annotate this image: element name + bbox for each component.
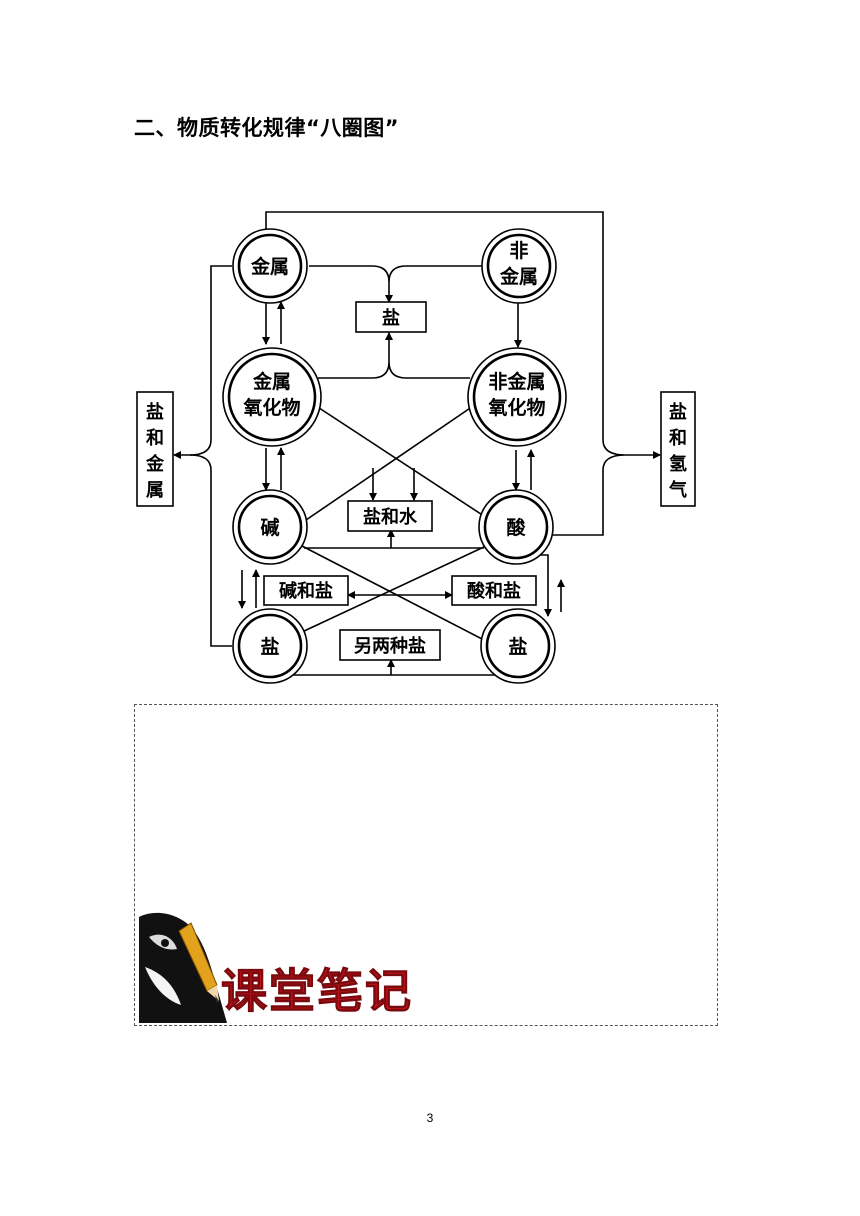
connector-oxides xyxy=(318,361,470,379)
label-nonmetal-2: 金属 xyxy=(499,265,538,288)
label-salt-metal-1: 盐 xyxy=(146,401,164,423)
box-salt-and-water xyxy=(347,500,433,532)
section-heading: 二、物质转化规律“八圈图” xyxy=(134,116,400,140)
label-two-other-salts: 另两种盐 xyxy=(354,635,426,657)
node-base xyxy=(232,489,308,565)
box-two-other-salts xyxy=(339,629,441,661)
label-salt-right: 盐 xyxy=(508,635,527,658)
label-base-and-salt: 碱和盐 xyxy=(279,580,333,602)
diagonal-metaloxide-acid xyxy=(309,401,491,521)
connector-salt-left xyxy=(210,470,232,647)
eight-circle-diagram: 金属 非 金属 金属 氧化物 非金属 氧化物 碱 酸 盐 盐 盐 盐和水 碱和盐… xyxy=(136,211,696,684)
label-salt-hydrogen-2: 和 xyxy=(669,428,687,449)
connector-acid-right xyxy=(552,470,604,536)
connector-metal-nonmetal xyxy=(309,265,484,283)
label-salt: 盐 xyxy=(382,307,400,329)
label-acid: 酸 xyxy=(506,516,526,539)
label-acid-and-salt: 酸和盐 xyxy=(467,580,521,602)
label-salt-hydrogen-1: 盐 xyxy=(669,401,687,423)
label-base: 碱 xyxy=(260,516,279,539)
bracket-salt-metal xyxy=(189,439,212,471)
box-base-and-salt xyxy=(263,575,349,606)
node-metal xyxy=(232,228,308,304)
label-nonmetal-1: 非 xyxy=(509,240,528,262)
label-salt-metal-4: 属 xyxy=(146,480,164,501)
node-metal-oxide xyxy=(222,347,322,447)
label-nonmetal-oxide-2: 氧化物 xyxy=(488,396,545,419)
label-nonmetal-oxide-1: 非金属 xyxy=(488,370,545,393)
connector-metal-top xyxy=(265,211,604,440)
pencil-bird-icon xyxy=(139,912,227,1023)
node-salt-right xyxy=(480,608,556,684)
diagonal-acid-saltleft xyxy=(301,545,487,633)
box-acid-and-salt xyxy=(451,575,537,606)
diagonal-base-saltright xyxy=(301,545,485,641)
node-acid xyxy=(478,489,554,565)
label-metal: 金属 xyxy=(250,255,289,278)
label-metal-oxide-2: 氧化物 xyxy=(243,396,300,419)
label-salt-hydrogen-3: 氢 xyxy=(669,453,687,475)
label-salt-metal-2: 和 xyxy=(146,428,164,449)
node-nonmetal xyxy=(481,228,557,304)
bracket-salt-hydrogen xyxy=(602,439,626,471)
box-salt xyxy=(355,301,427,333)
connector-acid-saltright xyxy=(538,554,552,617)
node-nonmetal-oxide xyxy=(467,347,567,447)
label-salt-left: 盐 xyxy=(260,635,279,658)
box-salt-and-hydrogen xyxy=(660,391,696,507)
label-metal-oxide-1: 金属 xyxy=(252,370,291,393)
diagonal-nonmetaloxide-base xyxy=(305,399,483,521)
connector-metal-left xyxy=(210,265,232,440)
notes-title: 课堂笔记 xyxy=(221,964,413,1018)
class-notes-box[interactable]: 课堂笔记 xyxy=(134,704,718,1026)
node-salt-left xyxy=(232,608,308,684)
label-salt-and-water: 盐和水 xyxy=(363,506,418,528)
box-salt-and-metal xyxy=(136,391,174,507)
page-number: 3 xyxy=(426,1111,434,1125)
label-salt-metal-3: 金 xyxy=(145,453,165,475)
label-salt-hydrogen-4: 气 xyxy=(668,479,687,501)
